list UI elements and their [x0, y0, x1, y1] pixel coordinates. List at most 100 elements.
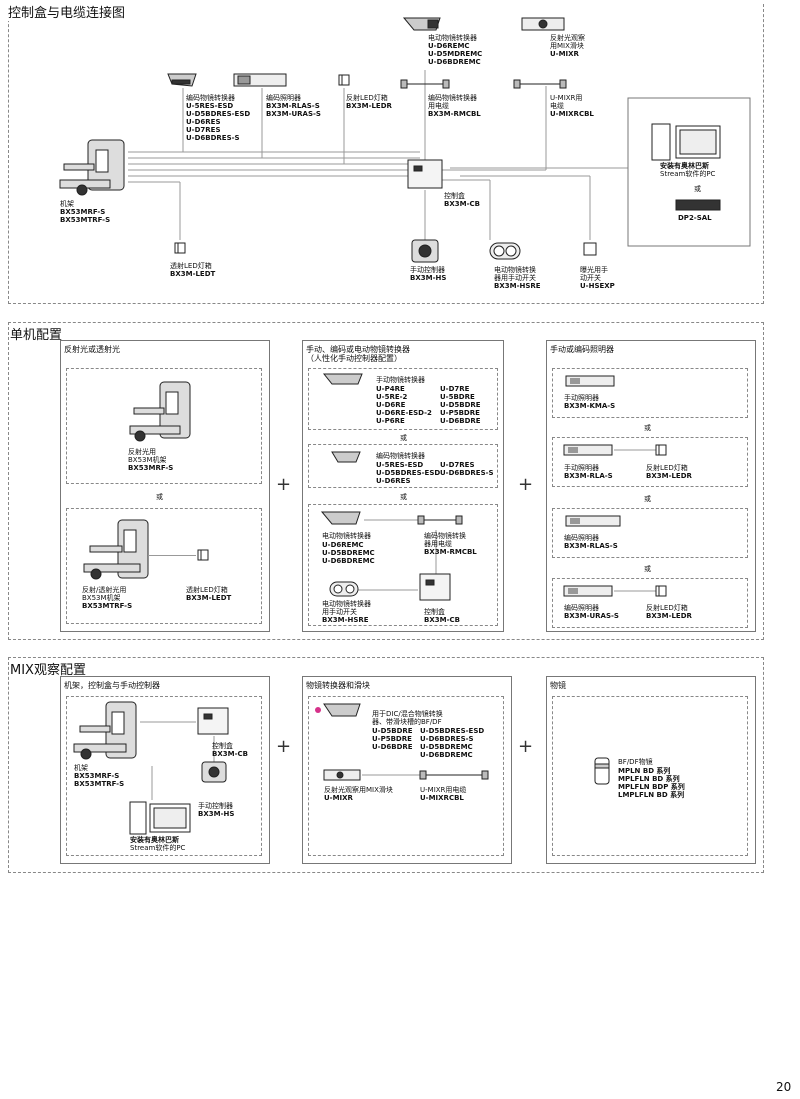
- motor-cable-label-2: 用电缆: [428, 102, 449, 110]
- mix-right-3: U-D5BDREMC: [420, 743, 473, 751]
- hand-switch-model: BX3M-HS: [410, 274, 447, 282]
- mix-col1-box: [60, 676, 270, 864]
- mix-slider-label-3: 反射光观察用MIX滑块: [324, 786, 393, 794]
- single-hsre-label-1: 电动物镜转换器: [322, 600, 371, 608]
- manual-right-4: U-P5BDRE: [440, 409, 480, 417]
- uras-label: 编码照明器: [564, 604, 599, 612]
- coded-nosepiece-icon: [167, 73, 197, 87]
- hand-exp-model: U-HSEXP: [580, 282, 615, 290]
- pc-label-1: 安装有奥林巴斯: [660, 162, 709, 170]
- mix-left-2: U-P5BDRE: [372, 735, 412, 743]
- rla-label: 手动照明器: [564, 464, 599, 472]
- single-col1-b-box: [66, 508, 262, 624]
- rla-led-model: BX3M-LEDR: [646, 472, 692, 480]
- frame-icon: [59, 139, 125, 196]
- single-plus-1: +: [276, 474, 292, 495]
- uras-led-label: 反射LED灯箱: [646, 604, 688, 612]
- manual-left-1: U-P4RE: [376, 385, 405, 393]
- mix-cable-model: U-MIXRCBL: [550, 110, 594, 118]
- mix-note-2: 器、带滑块槽的BF/DF: [372, 718, 442, 726]
- single-kma-box: [552, 368, 748, 418]
- motor-model-2-2: U-D5BDREMC: [322, 549, 375, 557]
- mix-slider-model-3: U-MIXR: [324, 794, 353, 802]
- motor-nosepiece-label-2: 电动物镜转换器: [322, 532, 371, 540]
- mix-slider-label-2: 用MIX滑块: [550, 42, 584, 50]
- mix-hs-model: BX3M-HS: [198, 810, 235, 818]
- rla-model: BX3M-RLA-S: [564, 472, 613, 480]
- single-rla-box: [552, 437, 748, 487]
- mix-config-section: [8, 657, 764, 873]
- single-cable-label-2: 器用电缆: [424, 540, 452, 548]
- mix-section-title: MIX观察配置: [10, 663, 86, 678]
- pc-or: 或: [694, 185, 701, 193]
- uras-led-model: BX3M-LEDR: [646, 612, 692, 620]
- hand-exp-label-1: 曝光用手: [580, 266, 608, 274]
- single-section-title: 单机配置: [10, 328, 63, 343]
- single-col1-a-model: BX53MRF-S: [128, 464, 174, 472]
- rla-icons: [563, 444, 667, 456]
- motor-nosepiece-model-2: U-D5MDREMC: [428, 50, 483, 58]
- single-col3-or2: 或: [644, 495, 651, 503]
- connection-section-title: 控制盒与电缆连接图: [8, 2, 130, 21]
- coded-left-1: U-5RES-ESD: [376, 461, 424, 469]
- objective-line-3: MPLFLN BDP 系列: [618, 783, 685, 791]
- coded-left-3: U-D6RES: [376, 477, 411, 485]
- rlas-label: 编码照明器: [564, 534, 599, 542]
- pc-icon: [651, 123, 721, 161]
- reflected-frame-icon: [129, 381, 191, 442]
- mix-plus-2: +: [518, 736, 534, 757]
- single-col2-box: [302, 340, 504, 632]
- coded-nosepiece-model-1: U-5RES-ESD: [186, 102, 234, 110]
- single-col3-box: [546, 340, 756, 632]
- single-col3-title: 手动或编码照明器: [550, 345, 614, 354]
- reflected-led-label: 反射LED灯箱: [346, 94, 388, 102]
- kma-icon: [565, 375, 615, 387]
- manual-right-3: U-D5BDRE: [440, 401, 481, 409]
- frame-label: 机架: [60, 200, 74, 208]
- single-col1-b-led-label: 透射LED灯箱: [186, 586, 228, 594]
- transmitted-led-model: BX3M-LEDT: [170, 270, 216, 278]
- hand-exp-label-2: 动开关: [580, 274, 601, 282]
- manual-right-5: U-D6BDRE: [440, 417, 481, 425]
- coded-nosepiece-model-4: U-D7RES: [186, 126, 221, 134]
- objective-line-4: LMPLFLN BD 系列: [618, 791, 685, 799]
- mix-plus-1: +: [276, 736, 292, 757]
- single-col1-b-connector: [148, 555, 196, 556]
- motor-switch-model: BX3M-HSRE: [494, 282, 541, 290]
- manual-right-2: U-5BDRE: [440, 393, 475, 401]
- single-col2-manual-box: [308, 368, 498, 430]
- mix-frame-label: 机架: [74, 764, 88, 772]
- manual-left-5: U-P6RE: [376, 417, 405, 425]
- coded-right-2: U-D6BDRES-S: [440, 469, 494, 477]
- kma-label: 手动照明器: [564, 394, 599, 402]
- objective-icon: [594, 757, 610, 785]
- motor-switch-label-1: 电动物镜转换: [494, 266, 536, 274]
- mix-col1-inner: [66, 696, 262, 856]
- mix-cable-label-3: U-MIXR用电缆: [420, 786, 467, 794]
- coded-nosepiece-label-2: 编码物镜转换器: [376, 452, 425, 460]
- single-col2-coded-box: [308, 444, 498, 488]
- single-col1-or: 或: [156, 493, 163, 501]
- single-uras-box: [552, 578, 748, 628]
- single-col1-b-label-2: BX53M机架: [82, 594, 121, 602]
- motor-nosepiece-model-1: U-D6REMC: [428, 42, 470, 50]
- manual-left-4: U-D6RE-ESD-2: [376, 409, 432, 417]
- coded-illuminator-label: 编码照明器: [266, 94, 301, 102]
- mix-slider-label-1: 反射光观察: [550, 34, 585, 42]
- mix-right-2: U-D6BDRES-S: [420, 735, 474, 743]
- single-col3-or1: 或: [644, 424, 651, 432]
- rlas-model: BX3M-RLAS-S: [564, 542, 618, 550]
- motor-nosepiece-icon: [402, 17, 441, 31]
- mix-pc-label-2: Stream软件的PC: [130, 844, 186, 852]
- transmitted-led-label: 透射LED灯箱: [170, 262, 212, 270]
- single-cb-label: 控制盒: [424, 608, 445, 616]
- coded-illuminator-model-1: BX3M-RLAS-S: [266, 102, 320, 110]
- control-box-label: 控制盒: [444, 192, 465, 200]
- mix-frame-model-1: BX53MRF-S: [74, 772, 120, 780]
- mix-cb-label: 控制盒: [212, 742, 233, 750]
- frame-model-1: BX53MRF-S: [60, 208, 106, 216]
- mix-col3-title: 物镜: [550, 681, 566, 690]
- single-col2-title-2: （人性化手动控制器配置）: [306, 354, 402, 363]
- manual-left-2: U-5RE-2: [376, 393, 408, 401]
- single-cb-model: BX3M-CB: [424, 616, 460, 624]
